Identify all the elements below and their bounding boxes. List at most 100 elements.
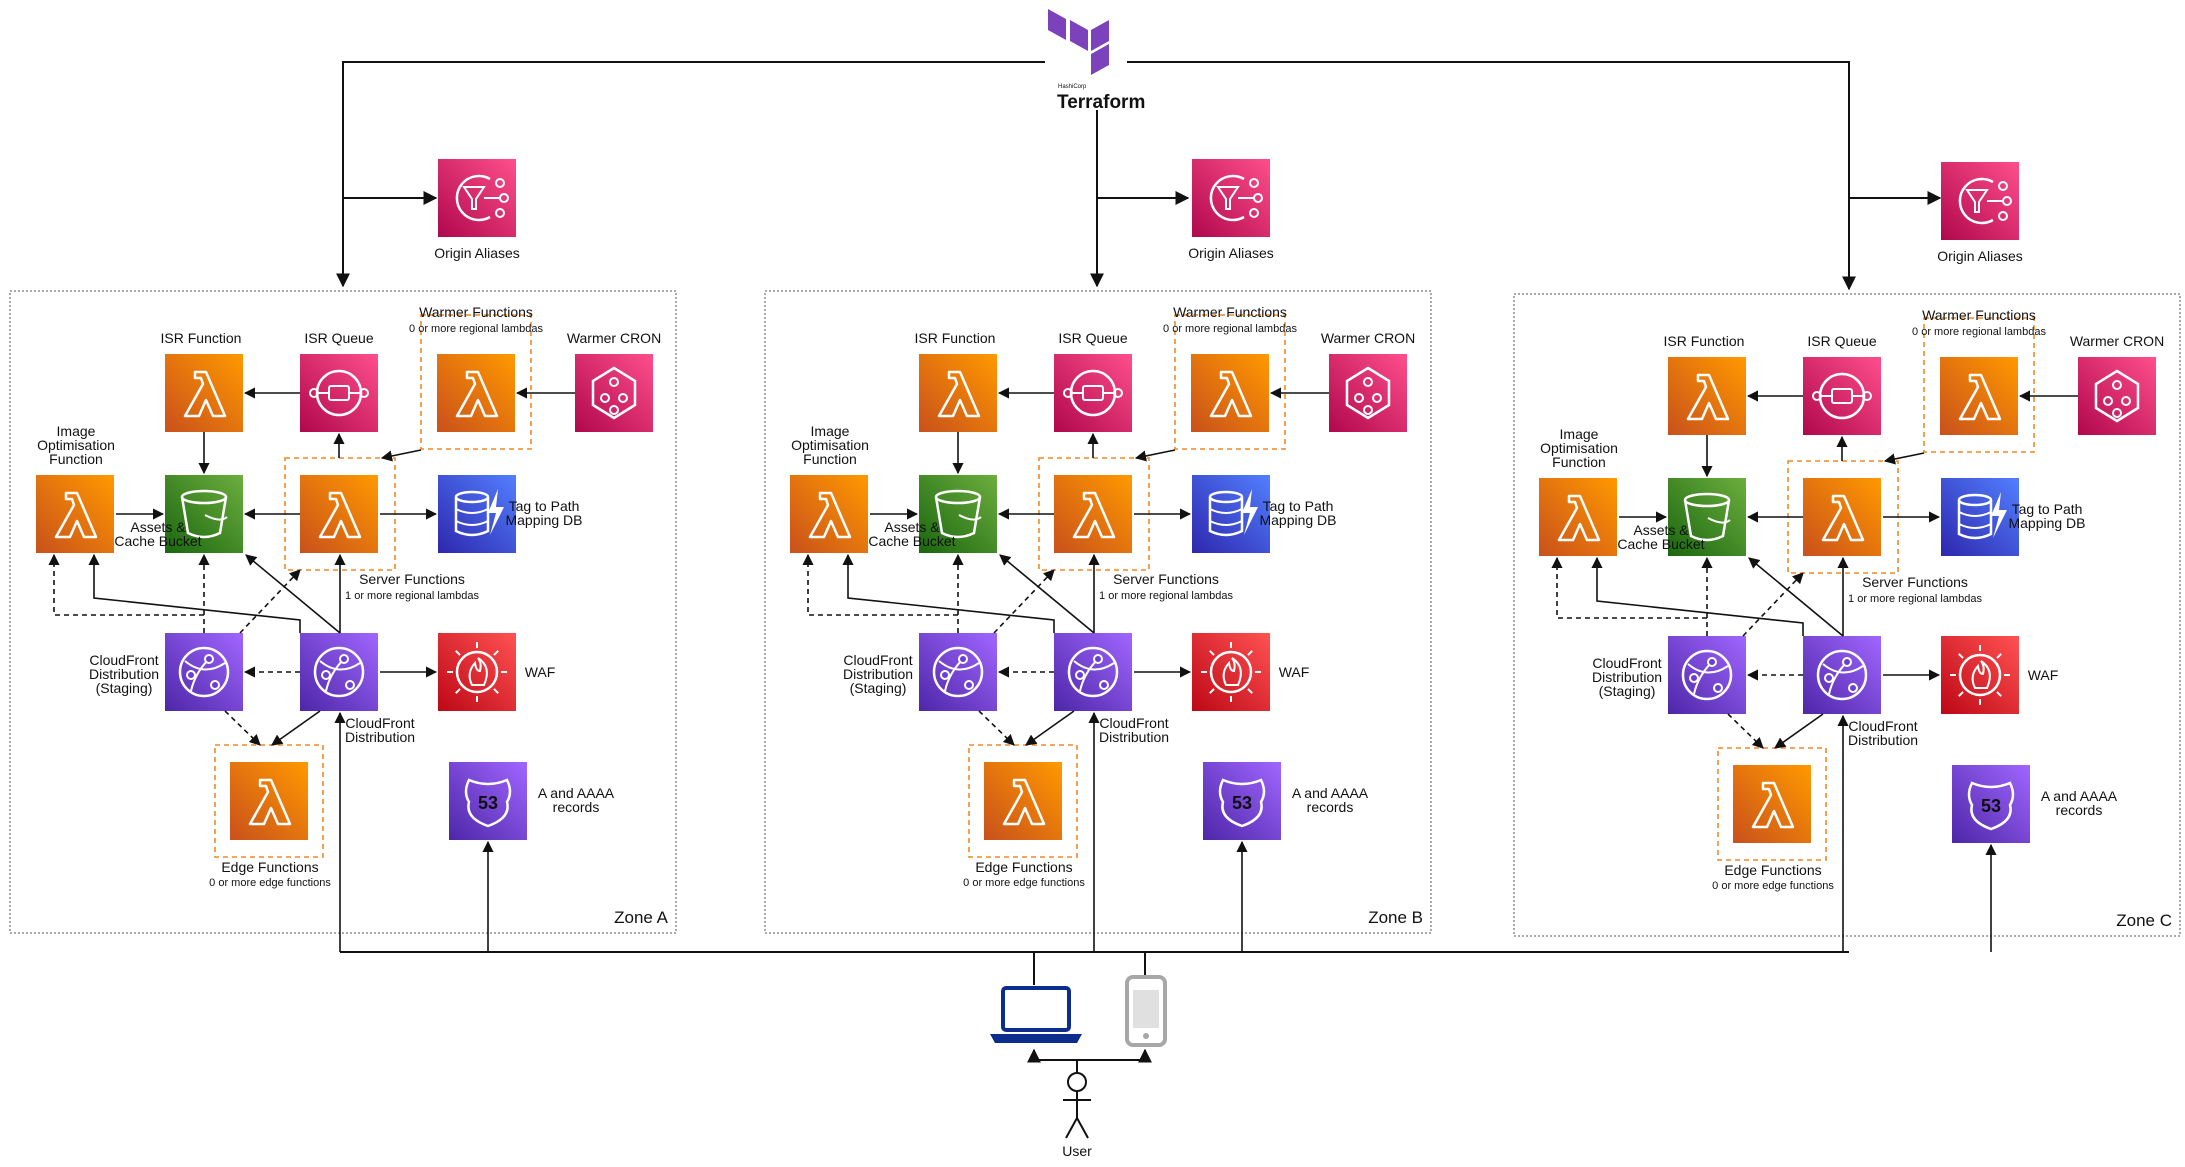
group-box [1174,314,1286,450]
terraform-connections [336,61,1942,291]
connector-line [993,569,1055,634]
group-box [420,314,532,450]
lambda-icon [165,354,243,432]
records-label: records [553,799,600,815]
image-opt-label: Optimisation [1540,440,1618,456]
group-box [968,744,1078,858]
warmer-cron-label: Warmer CRON [1321,330,1415,346]
image-opt-label: Optimisation [37,437,115,453]
cf-distribution-label: Distribution [345,729,415,745]
group-box [1923,317,2035,453]
user-label: User [1062,1143,1092,1159]
svg-text:53: 53 [1981,796,2001,816]
waf-icon [1941,636,2019,714]
s3-bucket-icon [1668,478,1746,556]
origin-aliases-label: Origin Aliases [1937,248,2023,264]
tag-db-label: Tag to Path [509,498,580,514]
cf-staging-label: Distribution [89,666,159,682]
connector-line [1748,557,1844,637]
cf-distribution-label: CloudFront [1848,718,1917,734]
connector-line [1025,710,1075,746]
event-bridge-scheduler-icon [1329,354,1407,432]
cf-staging-label: CloudFront [1592,655,1661,671]
lambda-icon [1054,475,1132,553]
cloudfront-icon [919,633,997,711]
connector-line [271,710,321,746]
connector-line [999,554,1095,634]
event-bridge-icon [438,159,516,237]
image-opt-label: Function [803,451,857,467]
records-label: records [2056,802,2103,818]
cf-distribution-label: CloudFront [345,715,414,731]
edge-functions-label: Edge Functions [221,859,318,875]
cf-staging-label: (Staging) [1599,683,1656,699]
origin-aliases-label: Origin Aliases [1188,245,1274,261]
zone-label: Zone A [614,908,669,927]
zone-label: Zone C [2116,911,2172,930]
mobile-phone-icon [1125,975,1167,1047]
records-label: A and AAAA [538,785,615,801]
lambda-icon [1940,357,2018,435]
cf-staging-label: CloudFront [89,652,158,668]
connector-line [1742,572,1804,637]
waf-label: WAF [525,664,556,680]
group-box [1717,747,1827,861]
dynamodb-icon [1192,475,1270,553]
assets-bucket-label: Cache Bucket [1617,536,1704,552]
lambda-icon [437,354,515,432]
waf-icon [438,633,516,711]
lambda-icon [1668,357,1746,435]
event-bridge-scheduler-icon [575,354,653,432]
connector-line [88,553,301,633]
tag-db-label: Mapping DB [505,512,582,528]
assets-bucket-label: Cache Bucket [868,533,955,549]
cloudfront-icon [1054,633,1132,711]
image-opt-label: Image [57,423,96,439]
server-functions-sublabel: 1 or more regional lambdas [1099,590,1233,602]
records-label: A and AAAA [1292,785,1369,801]
server-functions-label: Server Functions [359,571,465,587]
tag-db-label: Tag to Path [1263,498,1334,514]
connector-line [224,710,261,746]
server-functions-sublabel: 1 or more regional lambdas [345,590,479,602]
cloudfront-icon [1803,636,1881,714]
connector-line [245,554,341,634]
cloudfront-icon [300,633,378,711]
cf-distribution-label: Distribution [1848,732,1918,748]
zone-c: Zone C [1513,293,2181,937]
lambda-icon [984,762,1062,840]
assets-bucket-label: Assets & [130,519,186,535]
lambda-icon [1803,478,1881,556]
zone-border [9,290,677,934]
image-opt-label: Function [49,451,103,467]
terraform-label: Terraform [1057,92,1145,113]
cf-distribution-label: CloudFront [1099,715,1168,731]
connector-line [802,553,958,616]
image-opt-label: Image [811,423,850,439]
zone-b: Zone B [764,290,1432,934]
lambda-icon [919,354,997,432]
image-opt-label: Optimisation [791,437,869,453]
origin-aliases-label: Origin Aliases [434,245,520,261]
connector-line [978,710,1015,746]
tag-db-label: Tag to Path [2012,501,2083,517]
server-functions-label: Server Functions [1862,574,1968,590]
isr-function-label: ISR Function [161,330,242,346]
edge-functions-label: Edge Functions [1724,862,1821,878]
route53-icon: 53 [1952,765,2030,843]
image-opt-label: Image [1560,426,1599,442]
isr-queue-label: ISR Queue [1807,333,1876,349]
waf-label: WAF [1279,664,1310,680]
route53-icon: 53 [1203,762,1281,840]
terraform-logo: HashiCorp Terraform [1048,9,1145,113]
terraform-vendor: HashiCorp [1058,84,1087,90]
connector-line [1551,556,1707,619]
lambda-icon [790,475,868,553]
connector-line [380,449,422,462]
svg-text:53: 53 [1232,793,1252,813]
lambda-icon [230,762,308,840]
warmer-functions-sublabel: 0 or more regional lambdas [1912,326,2046,338]
waf-label: WAF [2028,667,2059,683]
isr-function-label: ISR Function [1664,333,1745,349]
records-label: A and AAAA [2041,788,2118,804]
